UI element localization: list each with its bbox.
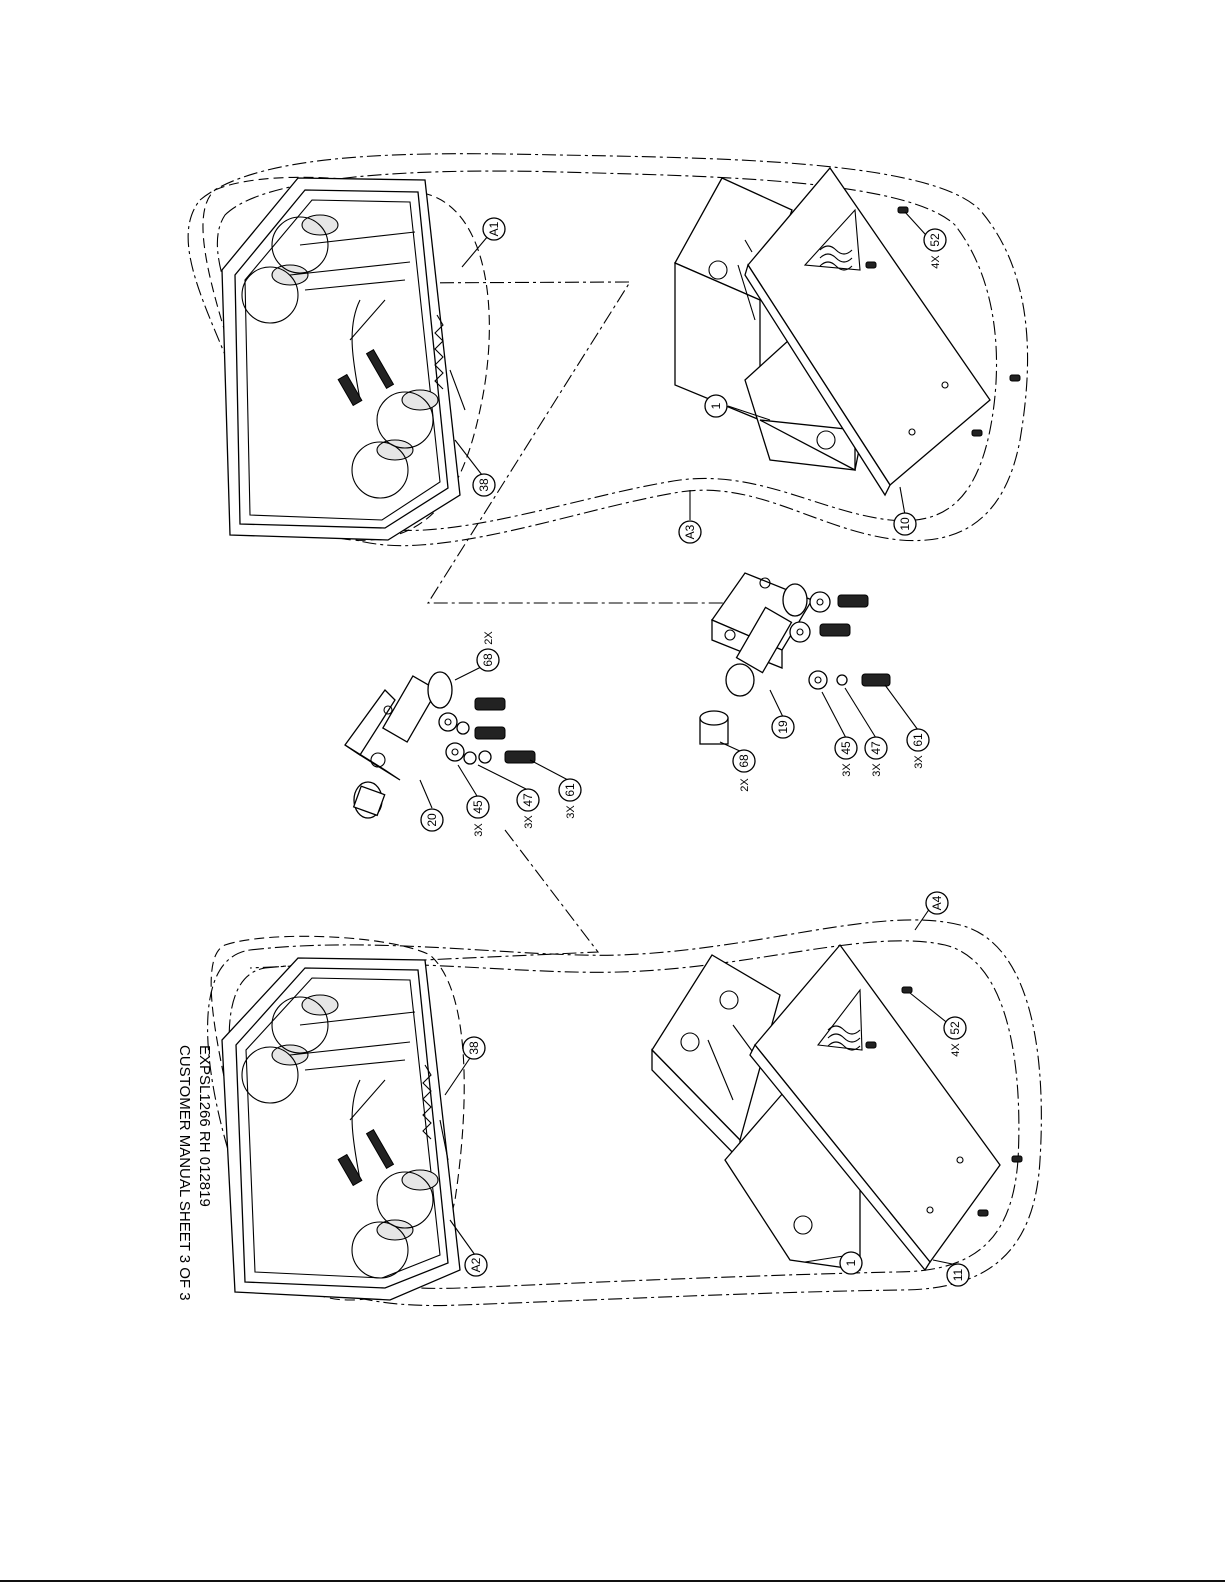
balloon-11: 11 bbox=[947, 1264, 969, 1286]
balloon-10: 10 bbox=[894, 513, 916, 535]
burner-panel-top bbox=[222, 178, 465, 540]
balloon-a1: A1 bbox=[483, 218, 505, 240]
housing-assembly-bottom bbox=[652, 945, 1022, 1270]
balloon-61-left: 61 bbox=[559, 779, 581, 801]
balloon-68-right-text: 68 bbox=[737, 754, 751, 768]
balloon-a2-text: A2 bbox=[469, 1257, 483, 1272]
balloon-68-right: 68 bbox=[733, 750, 755, 772]
balloon-19-text: 19 bbox=[776, 720, 790, 734]
page-bottom-rule bbox=[0, 1580, 1225, 1582]
qty-45-left: 3X bbox=[473, 823, 485, 837]
balloon-a3: A3 bbox=[679, 521, 701, 543]
balloon-38-bottom: 38 bbox=[463, 1037, 485, 1059]
balloon-11-text: 11 bbox=[951, 1268, 965, 1281]
qty-61-left: 3X bbox=[565, 805, 577, 819]
title-block: EXPSL1266 RH 012819 CUSTOMER MANUAL SHEE… bbox=[176, 1045, 213, 1301]
balloon-1-bottom-text: 1 bbox=[844, 1259, 858, 1266]
qty-52-bottom: 4X bbox=[950, 1043, 962, 1057]
qty-52-top: 4X bbox=[930, 255, 942, 269]
balloon-47-left-text: 47 bbox=[521, 793, 535, 807]
balloon-a3-text: A3 bbox=[683, 524, 697, 539]
balloon-38-top-text: 38 bbox=[477, 478, 491, 492]
balloon-61-right-text: 61 bbox=[911, 733, 925, 747]
title-line-2: CUSTOMER MANUAL SHEET 3 OF 3 bbox=[176, 1045, 193, 1301]
balloon-45-right: 45 bbox=[835, 737, 857, 759]
balloon-20: 20 bbox=[421, 809, 443, 831]
balloon-1-top-text: 1 bbox=[709, 402, 723, 409]
balloon-45-left: 45 bbox=[467, 796, 489, 818]
qty-61-right: 3X bbox=[913, 755, 925, 769]
balloon-a4-text: A4 bbox=[930, 895, 944, 910]
balloon-45-right-text: 45 bbox=[839, 741, 853, 755]
qty-45-right: 3X bbox=[841, 763, 853, 777]
balloon-52-bottom-text: 52 bbox=[948, 1021, 962, 1035]
balloon-19: 19 bbox=[772, 716, 794, 738]
balloon-52-bottom: 52 bbox=[944, 1017, 966, 1039]
qty-47-left: 3X bbox=[523, 815, 535, 829]
balloon-47-left: 47 bbox=[517, 789, 539, 811]
balloon-61-right: 61 bbox=[907, 729, 929, 751]
balloon-38-bottom-text: 38 bbox=[467, 1041, 481, 1055]
balloon-20-text: 20 bbox=[425, 813, 439, 827]
title-line-1: EXPSL1266 RH 012819 bbox=[196, 1045, 213, 1207]
balloon-1-top: 1 bbox=[705, 395, 727, 417]
qty-68-right: 2X bbox=[739, 778, 751, 792]
balloon-10-text: 10 bbox=[898, 517, 912, 531]
balloon-38-top: 38 bbox=[473, 474, 495, 496]
housing-assembly-top bbox=[675, 168, 1020, 495]
bracket-assembly-19 bbox=[700, 573, 890, 744]
balloon-68-left: 68 bbox=[477, 649, 499, 671]
bracket-assembly-20 bbox=[345, 672, 535, 818]
balloon-52-top: 52 bbox=[924, 229, 946, 251]
balloon-a1-text: A1 bbox=[487, 221, 501, 236]
balloon-a4: A4 bbox=[926, 892, 948, 914]
balloon-1-bottom: 1 bbox=[840, 1252, 862, 1274]
balloon-47-right: 47 bbox=[865, 737, 887, 759]
balloon-52-top-text: 52 bbox=[928, 233, 942, 247]
burner-panel-bottom bbox=[222, 958, 460, 1300]
balloon-47-right-text: 47 bbox=[869, 741, 883, 755]
balloon-a2: A2 bbox=[465, 1254, 487, 1276]
balloon-45-left-text: 45 bbox=[471, 800, 485, 814]
qty-47-right: 3X bbox=[871, 763, 883, 777]
balloon-61-left-text: 61 bbox=[563, 783, 577, 797]
balloon-68-left-text: 68 bbox=[481, 653, 495, 667]
qty-68-left: 2X bbox=[483, 631, 495, 645]
